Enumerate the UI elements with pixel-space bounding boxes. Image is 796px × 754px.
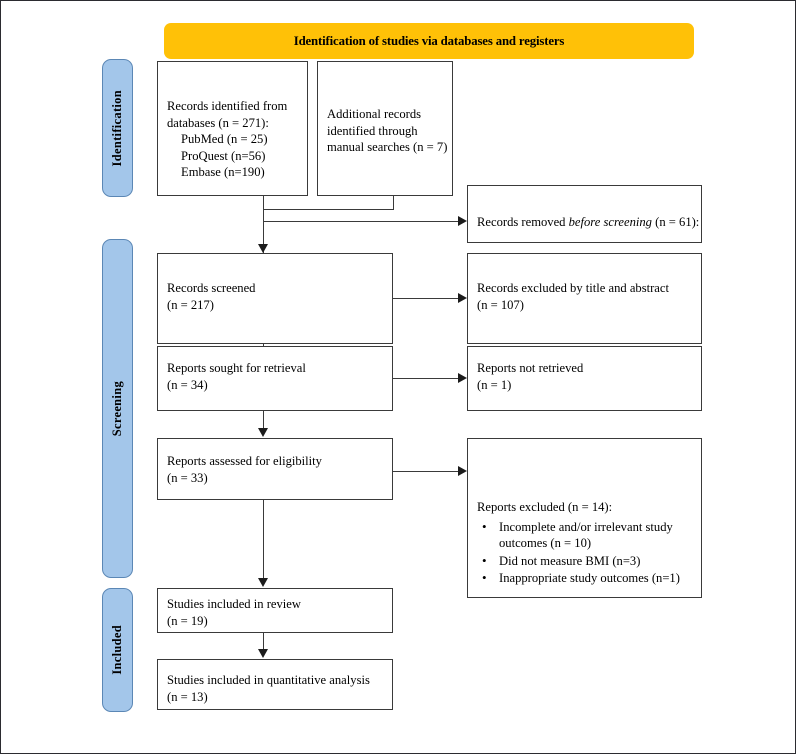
additional-records-line2: identified through [327, 123, 418, 138]
reports-assessed-line2: (n = 33) [167, 470, 208, 485]
box-records-identified: Records identified from databases (n = 2… [157, 61, 308, 196]
records-identified-line3: PubMed (n = 25) [181, 132, 268, 147]
arrowhead-to-records-removed [458, 216, 467, 226]
records-excluded-line1: Records excluded by title and abstract [477, 281, 669, 295]
stage-label-identification: Identification [110, 89, 124, 167]
connector-additional-down [393, 196, 395, 210]
diagram-banner: Identification of studies via databases … [164, 23, 694, 59]
connector-merge-horizontal [263, 209, 394, 211]
connector-sought-to-assessed [263, 411, 265, 429]
stage-pill-identification: Identification [102, 59, 133, 197]
stage-label-included: Included [110, 625, 124, 675]
box-records-excluded: Records excluded by title and abstract (… [467, 253, 702, 344]
reports-not-retrieved-line1: Reports not retrieved [477, 361, 584, 375]
connector-screened-to-sought [263, 344, 265, 346]
additional-records-line3: manual searches (n = 7) [327, 140, 448, 155]
arrowhead-to-studies-review [258, 578, 268, 587]
connector-to-records-excluded [393, 298, 459, 300]
records-identified-line5: Embase (n=190) [181, 165, 265, 180]
records-identified-line2: databases (n = 271): [167, 115, 269, 130]
connector-assessed-to-review [263, 500, 265, 579]
reports-sought-line1: Reports sought for retrieval [167, 361, 306, 375]
studies-included-review-line2: (n = 19) [167, 613, 208, 628]
records-removed-prefix: Records removed [477, 215, 569, 229]
list-item: Inappropriate study outcomes (n=1) [477, 569, 691, 587]
studies-included-quant-line2: (n = 13) [167, 689, 208, 704]
arrowhead-to-records-screened [258, 244, 268, 253]
records-screened-line2: (n = 217) [167, 297, 214, 312]
box-records-removed: Records removed before screening (n = 61… [467, 185, 702, 243]
connector-to-reports-not-retrieved [393, 378, 459, 380]
box-reports-assessed: Reports assessed for eligibility (n = 33… [157, 438, 393, 500]
list-item: Did not measure BMI (n=3) [477, 552, 691, 570]
reports-assessed-line1: Reports assessed for eligibility [167, 454, 322, 468]
arrowhead-to-reports-not-retrieved [458, 373, 467, 383]
box-reports-excluded: Reports excluded (n = 14): Incomplete an… [467, 438, 702, 598]
records-removed-suffix: (n = 61): [651, 215, 700, 229]
list-item: Incomplete and/or irrelevant study outco… [477, 518, 691, 552]
reports-sought-line2: (n = 34) [167, 377, 208, 392]
box-records-screened: Records screened (n = 217) [157, 253, 393, 344]
records-excluded-line2: (n = 107) [477, 297, 524, 312]
studies-included-review-line1: Studies included in review [167, 597, 301, 611]
arrowhead-to-studies-quant [258, 649, 268, 658]
records-identified-line1: Records identified from [167, 99, 288, 113]
studies-included-quant-line1: Studies included in quantitative analysi… [167, 673, 370, 687]
connector-identified-down [263, 196, 265, 254]
box-studies-included-quant: Studies included in quantitative analysi… [157, 659, 393, 710]
stage-pill-included: Included [102, 588, 133, 712]
arrowhead-to-reports-excluded [458, 466, 467, 476]
connector-to-reports-excluded [393, 471, 459, 473]
box-reports-sought: Reports sought for retrieval (n = 34) [157, 346, 393, 411]
records-removed-emphasis: before screening [568, 215, 652, 229]
box-additional-records: Additional records identified through ma… [317, 61, 453, 196]
box-reports-not-retrieved: Reports not retrieved (n = 1) [467, 346, 702, 411]
reports-excluded-list: Incomplete and/or irrelevant study outco… [477, 518, 691, 587]
records-screened-line1: Records screened [167, 281, 256, 295]
arrowhead-to-records-excluded [458, 293, 467, 303]
arrowhead-to-reports-assessed [258, 428, 268, 437]
records-identified-line4: ProQuest (n=56) [181, 148, 266, 163]
additional-records-line1: Additional records [327, 107, 422, 121]
reports-not-retrieved-line2: (n = 1) [477, 377, 512, 392]
banner-label: Identification of studies via databases … [293, 33, 565, 48]
connector-review-to-quant [263, 633, 265, 650]
connector-to-records-removed [263, 221, 459, 223]
box-studies-included-review: Studies included in review (n = 19) [157, 588, 393, 633]
reports-excluded-heading: Reports excluded (n = 14): [477, 500, 613, 514]
stage-pill-screening: Screening [102, 239, 133, 578]
stage-label-screening: Screening [110, 380, 124, 437]
